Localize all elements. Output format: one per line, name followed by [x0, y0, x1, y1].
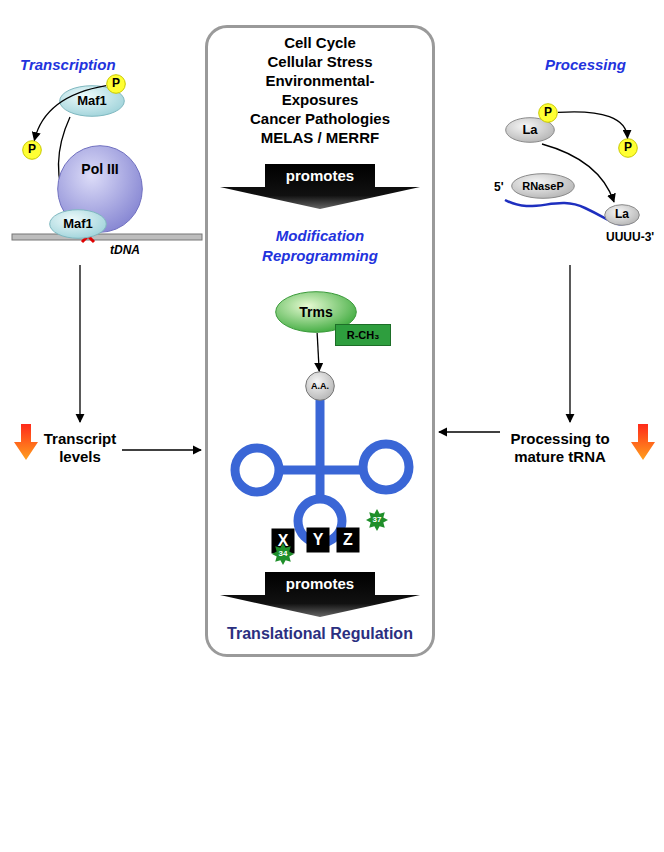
condition-text: Cellular Stress [240, 52, 400, 71]
methyl-box: R-CH₃ [335, 324, 391, 346]
phosphate-circle: P [618, 138, 638, 158]
node-text: Trms [299, 304, 332, 320]
outline-arrow [220, 164, 420, 209]
decrease-arrow [14, 424, 38, 460]
node-text: P [28, 143, 36, 157]
connector-arrow [558, 112, 628, 138]
condition-text: Cancer Pathologies [240, 109, 400, 128]
node-text: P [544, 106, 552, 120]
process-title: Modification Reprogramming [245, 226, 395, 266]
enzyme-ellipse: RNaseP [511, 173, 575, 199]
codon-base: Z [336, 527, 360, 553]
node-text: Z [343, 531, 353, 549]
connector-arrow [317, 333, 319, 371]
node-text: P [624, 141, 632, 155]
connector-arrow [34, 86, 106, 141]
outcome-title: Translational Regulation [208, 625, 432, 643]
node-text: 37 [373, 515, 382, 524]
end-label: 5' [494, 180, 514, 194]
section-title: Transcription [20, 56, 140, 74]
outline-star [272, 543, 294, 565]
promotes-arrow: promotes [220, 572, 420, 617]
protein-ellipse: Maf1 [49, 209, 107, 239]
node-text: Y [313, 531, 324, 549]
outline-ellipse [107, 75, 126, 94]
node-text: P [112, 77, 120, 91]
outline-ellipse [619, 139, 638, 158]
codon-base: Y [306, 527, 330, 553]
outline-ellipse [605, 205, 640, 226]
tdna-bar [12, 234, 202, 240]
outline-arrow [220, 572, 420, 617]
flow-arrow [79, 265, 80, 422]
d-loop [235, 448, 279, 492]
node-text: X [278, 532, 289, 550]
flow-arrow [569, 265, 570, 422]
trna-stems [280, 400, 362, 498]
section-title: Processing [545, 56, 655, 74]
flow-arrow [439, 431, 500, 432]
outline-rect [336, 325, 391, 346]
node-text: 34 [279, 549, 288, 558]
condition-text: Environmental- Exposures [240, 71, 400, 109]
outcome-text: Processing to mature tRNA [500, 430, 620, 466]
node-text: La [522, 123, 537, 138]
node-text: RNaseP [522, 180, 564, 193]
outcome-text: Transcript levels [38, 430, 122, 466]
node-text: A.A. [311, 381, 329, 391]
condition-text: Cell Cycle [240, 33, 400, 52]
decrease-arrow [631, 424, 655, 460]
node-text: Maf1 [63, 217, 93, 232]
node-text: R-CH₃ [347, 329, 380, 342]
context-box: Cell CycleCellular StressEnvironmental- … [205, 25, 435, 657]
outline-ellipse [306, 372, 335, 401]
modification-star: 37 [366, 509, 388, 531]
condition-list: Cell CycleCellular StressEnvironmental- … [208, 33, 432, 147]
node-text: Maf1 [77, 94, 107, 109]
outline-ellipse [512, 174, 575, 199]
outline-ellipse [23, 141, 42, 160]
promotes-arrow: promotes [220, 164, 420, 209]
node-text: promotes [286, 575, 354, 592]
phosphate-circle: P [22, 140, 42, 160]
outline-star [366, 509, 388, 531]
gene-label: tDNA [110, 243, 160, 257]
outline-ellipse [539, 104, 558, 123]
flow-arrow [122, 449, 201, 450]
amino-acid-circle: A.A. [305, 371, 335, 401]
protein-ellipse: La [604, 204, 640, 226]
trna-cloverleaf [235, 400, 409, 543]
t-loop [363, 444, 409, 490]
condition-text: MELAS / MERRF [240, 128, 400, 147]
phosphate-circle: P [106, 74, 126, 94]
node-text: La [615, 208, 629, 222]
outline-rect [307, 528, 330, 553]
end-label: UUUU-3' [606, 230, 664, 244]
outline-rect [337, 528, 360, 553]
node-text: promotes [286, 167, 354, 184]
phosphate-circle: P [538, 103, 558, 123]
node-text: Pol III [81, 161, 118, 177]
outline-ellipse [50, 210, 107, 239]
